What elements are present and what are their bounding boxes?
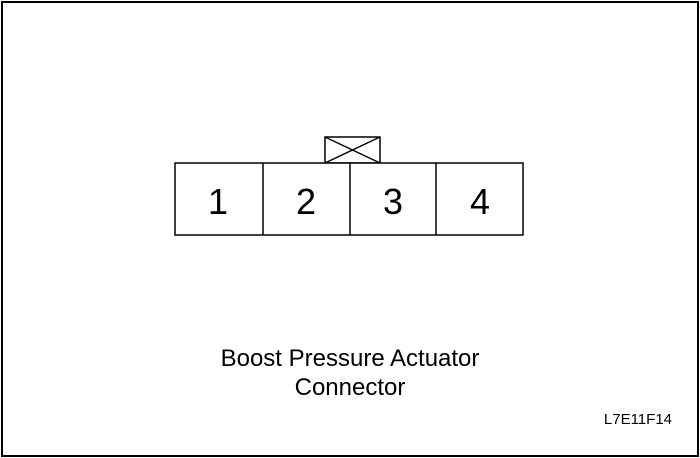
caption-line-2: Connector: [294, 374, 406, 401]
pin-3-label: 3: [383, 181, 403, 222]
diagram-caption: Boost Pressure Actuator Connector: [0, 344, 700, 402]
pin-4-label: 4: [470, 181, 490, 222]
pin-1-label: 1: [208, 181, 228, 222]
latch-x-icon: [324, 136, 381, 164]
caption-line-1: Boost Pressure Actuator: [220, 345, 480, 372]
pin-2-label: 2: [296, 181, 316, 222]
figure-id: L7E11F14: [603, 411, 672, 428]
connector-body: [174, 162, 524, 236]
